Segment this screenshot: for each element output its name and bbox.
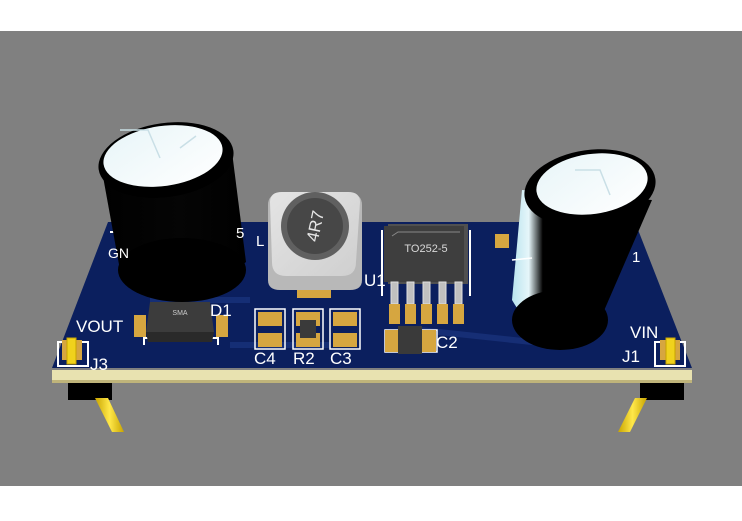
label-c1: 1 xyxy=(632,249,640,266)
label-vout: VOUT xyxy=(76,317,123,336)
smd-c4 xyxy=(254,308,286,350)
electrolytic-capacitor-left xyxy=(98,122,246,302)
label-u1: U1 xyxy=(364,271,386,290)
electrolytic-capacitor-right xyxy=(511,149,656,350)
label-vin: VIN xyxy=(630,323,658,342)
label-gnd: GN xyxy=(108,245,129,261)
regulator-ic: TO252-5 xyxy=(384,224,468,324)
label-c4: C4 xyxy=(254,349,276,368)
label-j3: J3 xyxy=(90,355,108,374)
label-c2: C2 xyxy=(436,333,458,352)
smd-r2 xyxy=(292,308,324,350)
diode: SMA xyxy=(134,302,228,342)
label-c3: C3 xyxy=(330,349,352,368)
header-pin-left xyxy=(68,378,124,432)
label-j1: J1 xyxy=(622,347,640,366)
header-pin-j1 xyxy=(654,337,686,367)
diode-marking: SMA xyxy=(172,310,188,317)
board-edge xyxy=(52,370,692,380)
label-c5: 5 xyxy=(236,225,244,242)
capacitor-c2 xyxy=(384,326,438,354)
package-marking: TO252-5 xyxy=(404,243,447,255)
label-l1: L xyxy=(256,233,264,250)
header-pin-j3 xyxy=(57,337,89,367)
label-r2: R2 xyxy=(293,349,315,368)
header-pin-right xyxy=(618,378,684,432)
inductor: 4R7 xyxy=(268,192,362,298)
label-d1: D1 xyxy=(210,301,232,320)
smd-c3 xyxy=(329,308,361,350)
